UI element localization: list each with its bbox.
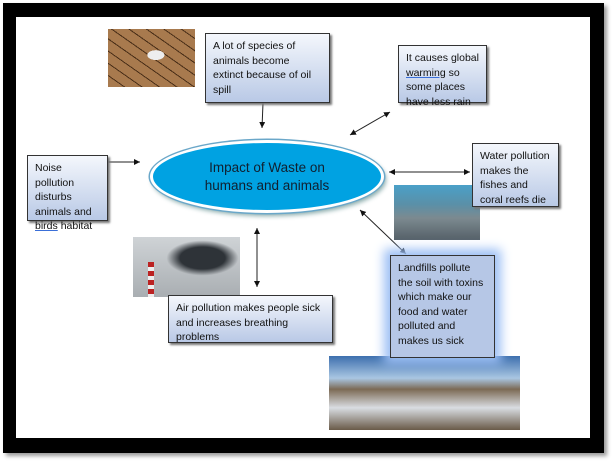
arrow-landfill xyxy=(359,209,407,255)
landfill-box: Landfills pollute the soil with toxins w… xyxy=(390,255,495,358)
water-box: Water pollution makes the fishes and cor… xyxy=(472,143,559,207)
central-topic-ellipse: Impact of Waste on humans and animals xyxy=(150,140,384,213)
arrow-extinct xyxy=(259,102,266,129)
coral-reef-image xyxy=(394,185,480,240)
global-warming-text-rest: so some places have less rain xyxy=(406,66,471,108)
arrow-global-warming xyxy=(349,111,391,136)
global-warming-word: warming xyxy=(406,66,446,79)
noise-text: Noise pollution disturbs animals and xyxy=(35,162,92,218)
landfill-image xyxy=(329,356,520,430)
air-text: Air pollution makes people sick and incr… xyxy=(176,302,321,343)
global-warming-box: It causes global warming so some places … xyxy=(398,45,487,108)
smoke-chimney-image xyxy=(133,237,240,297)
central-topic-text: Impact of Waste on humans and animals xyxy=(204,159,330,193)
global-warming-text: It causes global xyxy=(406,52,479,64)
chimney xyxy=(148,262,154,297)
extinct-box: A lot of species of animals become extin… xyxy=(205,33,330,103)
water-text: Water pollution makes the fishes and cor… xyxy=(480,150,550,206)
noise-box: Noise pollution disturbs animals and bir… xyxy=(27,155,108,232)
extinct-text: A lot of species of animals become extin… xyxy=(213,40,312,96)
landfill-text: Landfills pollute the soil with toxins w… xyxy=(398,262,484,347)
noise-text-rest: habitat xyxy=(60,220,93,232)
noise-word: birds xyxy=(35,220,58,232)
air-box: Air pollution makes people sick and incr… xyxy=(168,295,333,343)
dry-earth-dead-fish-image xyxy=(108,29,195,87)
